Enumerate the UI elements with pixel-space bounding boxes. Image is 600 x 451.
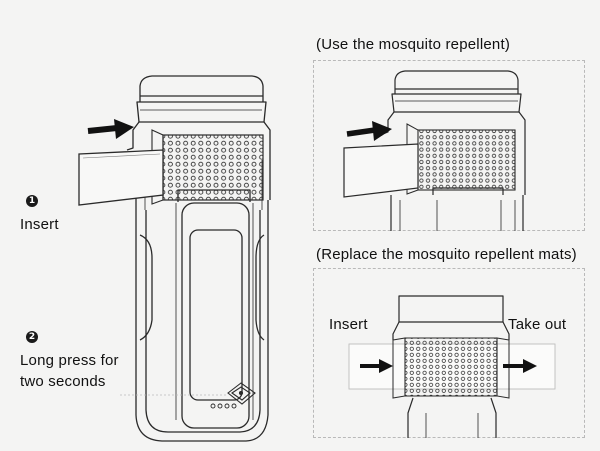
take-out-label: Take out bbox=[508, 316, 567, 333]
take-out-arrow-icon bbox=[503, 359, 537, 373]
use-repellent-caption: (Use the mosquito repellent) bbox=[316, 36, 511, 53]
step-1-badge: 1 bbox=[26, 195, 38, 207]
replace-mats-illustration bbox=[348, 295, 556, 438]
step-1-label: Insert bbox=[20, 216, 59, 233]
step-2-badge: 2 bbox=[26, 331, 38, 343]
use-repellent-panel bbox=[313, 60, 585, 231]
step-2-label-line1: Long press for bbox=[20, 352, 119, 369]
replace-mats-caption: (Replace the mosquito repellent mats) bbox=[316, 246, 577, 263]
power-button-icon bbox=[227, 382, 256, 405]
insert-arrow-icon bbox=[360, 359, 393, 373]
indicator-dots bbox=[210, 403, 237, 409]
replace-mats-panel bbox=[313, 268, 585, 438]
insert-arrow-icon bbox=[87, 119, 134, 139]
use-repellent-illustration bbox=[343, 70, 526, 231]
main-device-illustration bbox=[78, 75, 271, 442]
insert-arrow-small-icon bbox=[346, 121, 392, 141]
step-2-label-line2: two seconds bbox=[20, 373, 106, 390]
insert-label: Insert bbox=[329, 316, 368, 333]
